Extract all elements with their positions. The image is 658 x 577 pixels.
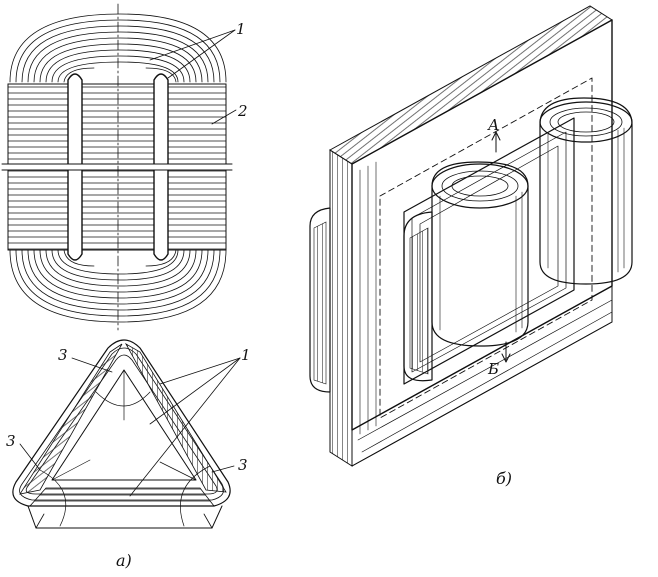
core-right-block-top [167, 83, 227, 165]
leader-tri-3-right [211, 465, 235, 473]
left-coil-inner [403, 211, 433, 382]
triangle-inner-window [51, 369, 197, 481]
label-core-2: 2 [237, 102, 248, 120]
center-coil [431, 161, 529, 347]
leader-1a [149, 29, 236, 61]
leader-1b [167, 29, 236, 79]
label-tri-3-left: 3 [6, 432, 16, 450]
leader-tri-3-left [19, 443, 41, 471]
wound-core-drawing: 1 2 [0, 3, 248, 331]
window-left [67, 73, 83, 261]
label-tri-1: 1 [241, 346, 251, 364]
label-winding-1: 1 [236, 20, 246, 38]
leader-tri-1a [159, 357, 241, 385]
frame-window [403, 117, 575, 385]
top-winding-arcs [9, 13, 227, 83]
right-coil [539, 97, 633, 285]
joint-circle-top [95, 391, 151, 407]
caption-b: б) [496, 469, 512, 488]
leader-2 [211, 109, 237, 125]
leader-tri-1b [149, 357, 241, 425]
joint-circle-left [39, 469, 67, 527]
leader-tri-3-top [71, 357, 113, 373]
left-leg-laminations [359, 161, 377, 435]
triangle-bottom-leg [29, 487, 215, 507]
triangular-core-drawing: 3 1 3 3 а) [6, 339, 251, 570]
window-right [153, 73, 169, 261]
frame-bottom-yoke [351, 285, 613, 467]
flux-path [379, 77, 593, 419]
core-right-block-bottom [167, 169, 227, 251]
label-tri-3-top: 3 [58, 346, 68, 364]
caption-a: а) [116, 551, 132, 570]
label-point-b: Б [487, 360, 499, 378]
leader-tri-1c [129, 357, 241, 497]
label-point-a: А [487, 116, 499, 134]
left-coil-outer [309, 207, 331, 393]
triangle-right-leg [124, 342, 227, 493]
transformer-3d-drawing: А Б б) [309, 5, 633, 488]
frame-left-side [329, 149, 353, 467]
triangle-outer [12, 339, 231, 507]
core-center-block-bottom [81, 169, 155, 251]
core-left-block-bottom [7, 169, 69, 251]
triangle-left-leg [19, 343, 123, 495]
label-tri-3-right: 3 [238, 456, 248, 474]
core-left-block-top [7, 83, 69, 165]
bottom-winding-arcs [9, 249, 227, 323]
joint-circle-right [180, 465, 211, 527]
